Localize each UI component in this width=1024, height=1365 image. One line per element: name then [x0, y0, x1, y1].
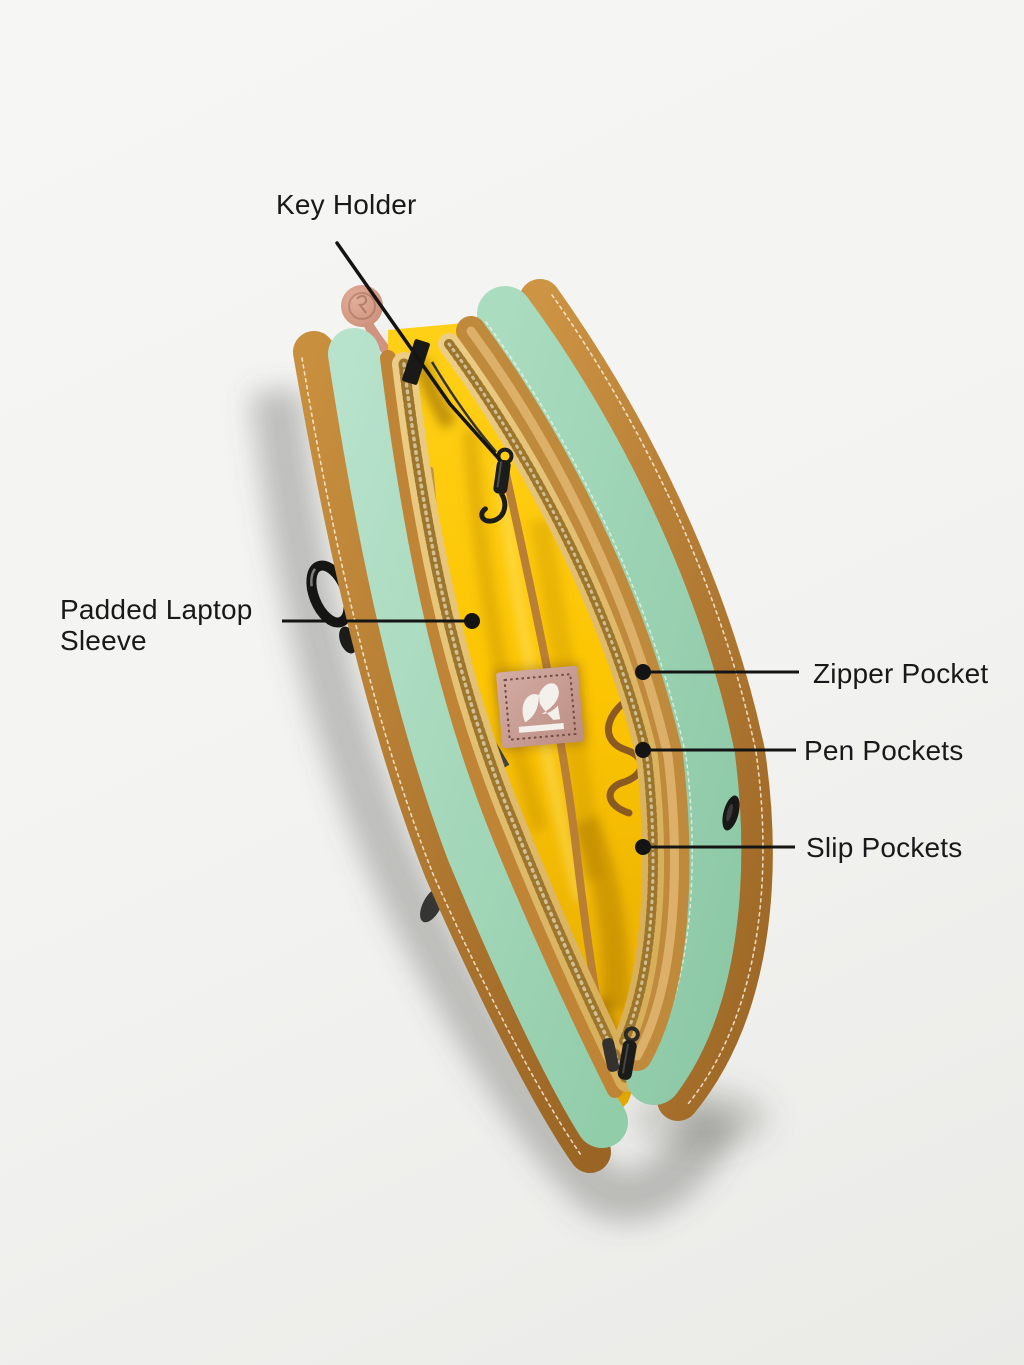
zipper-pull-back — [602, 1037, 620, 1072]
slip-pocket-fold — [572, 815, 629, 1011]
zipper-pull-front — [617, 1026, 640, 1080]
bag-left-panel — [293, 328, 639, 1173]
callout-line-slip-pockets — [635, 839, 795, 855]
key-cord — [430, 361, 497, 453]
callout-label-padded-laptop-sleeve: Padded Laptop Sleeve — [60, 594, 253, 656]
callout-label-key-holder: Key Holder — [276, 189, 417, 220]
callout-line-zipper-pocket — [635, 664, 799, 680]
callout-lines — [282, 241, 799, 855]
callout-line-pen-pockets — [635, 742, 796, 758]
brand-patch — [492, 662, 588, 752]
callout-line-key-holder — [335, 241, 501, 461]
brand-logo-icon — [518, 683, 565, 733]
key-tag-emboss — [356, 295, 368, 314]
bag-right-panel — [438, 279, 773, 1121]
key-clip — [479, 447, 514, 524]
callout-label-slip-pockets: Slip Pockets — [806, 832, 963, 863]
callout-label-pen-pockets: Pen Pockets — [804, 735, 964, 766]
corner-connector — [402, 339, 430, 385]
callout-line-padded-laptop-sleeve — [282, 613, 480, 629]
callout-dot-padded-laptop-sleeve — [464, 613, 480, 629]
strap-anchor-stud — [722, 795, 740, 831]
callout-label-zipper-pocket: Zipper Pocket — [813, 658, 989, 689]
